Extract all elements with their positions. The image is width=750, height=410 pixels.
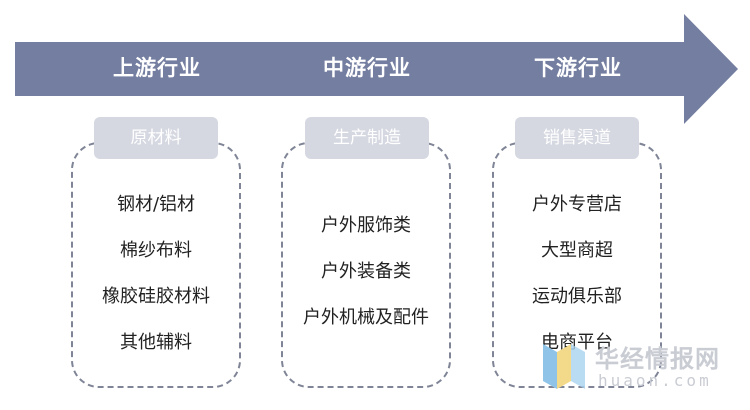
list-item: 户外专营店: [532, 194, 622, 215]
list-item: 电商平台: [541, 332, 613, 353]
watermark-name: 华经情报网: [595, 345, 720, 373]
list-item: 棉纱布料: [120, 240, 192, 261]
list-item: 户外服饰类: [321, 215, 411, 236]
stage-title-midstream: 中游行业: [323, 56, 411, 80]
list-item: 橡胶硅胶材料: [102, 286, 210, 307]
downstream-category-tag: 销售渠道: [515, 117, 639, 159]
watermark-logo-icon: [543, 344, 585, 389]
watermark: 华经情报网 huaon.com: [540, 338, 745, 398]
downstream-item-list: 户外专营店 大型商超 运动俱乐部 电商平台: [482, 182, 672, 366]
upstream-category-tag: 原材料: [94, 117, 218, 159]
list-item: 其他辅料: [120, 332, 192, 353]
list-item: 运动俱乐部: [532, 286, 622, 307]
midstream-category-tag: 生产制造: [305, 117, 429, 159]
arrow-shape: [15, 14, 738, 124]
list-item: 户外机械及配件: [303, 307, 429, 328]
stage-title-downstream: 下游行业: [534, 56, 622, 80]
list-item: 钢材/铝材: [116, 194, 196, 215]
watermark-domain: huaon.com: [598, 371, 712, 390]
list-item: 大型商超: [541, 240, 613, 261]
list-item: 户外装备类: [321, 261, 411, 282]
midstream-item-list: 户外服饰类 户外装备类 户外机械及配件: [271, 203, 461, 341]
upstream-item-list: 钢材/铝材 棉纱布料 橡胶硅胶材料 其他辅料: [61, 182, 251, 366]
stage-title-upstream: 上游行业: [113, 56, 201, 80]
